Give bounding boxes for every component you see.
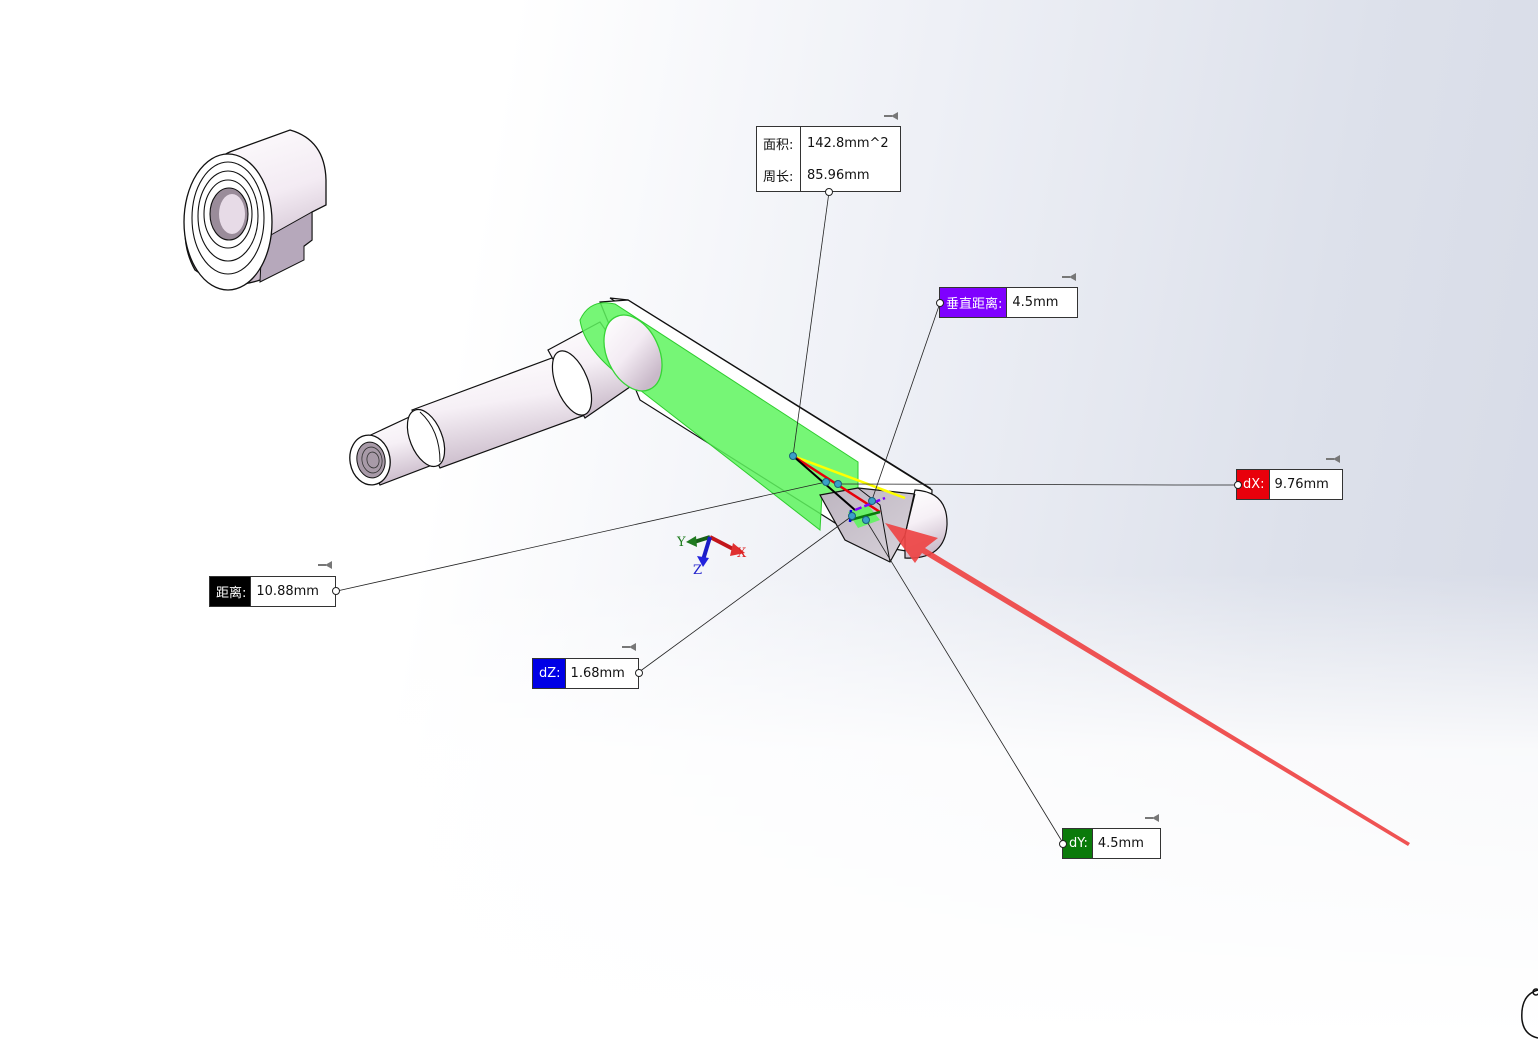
coordinate-triad xyxy=(686,535,745,567)
perimeter-label: 周长: xyxy=(757,159,801,191)
distance-label: 距离: xyxy=(210,577,252,606)
triad-x-label: X xyxy=(737,546,747,561)
leader-lines xyxy=(336,191,1237,844)
pin-icon[interactable] xyxy=(1062,273,1078,281)
area-value: 142.8mm^2 xyxy=(807,135,889,151)
dz-label: dZ: xyxy=(533,659,566,688)
pin-icon[interactable] xyxy=(884,112,900,120)
dy-value: 4.5mm xyxy=(1097,836,1144,851)
distance-callout[interactable]: 距离: 10.88mm xyxy=(209,576,336,607)
area-label: 面积: xyxy=(757,127,801,159)
corner-mascot-logo xyxy=(1521,988,1538,1039)
dy-label: dY: xyxy=(1063,829,1093,858)
leader-anchor xyxy=(936,299,944,307)
triad-y-label: Y xyxy=(677,535,686,550)
dz-value: 1.68mm xyxy=(570,666,625,681)
perimeter-value: 85.96mm xyxy=(807,167,870,183)
dx-label: dX: xyxy=(1237,470,1270,499)
measurement-points xyxy=(789,452,876,524)
annotation-arrow xyxy=(885,523,1410,846)
pin-icon[interactable] xyxy=(622,643,638,651)
normal-distance-label: 垂直距离: xyxy=(940,288,1008,317)
area-perimeter-callout[interactable]: 面积: 142.8mm^2 周长: 85.96mm xyxy=(756,126,901,192)
pin-icon[interactable] xyxy=(1326,455,1342,463)
pin-icon[interactable] xyxy=(1145,814,1161,822)
bushing-part[interactable] xyxy=(183,129,327,291)
dx-callout[interactable]: dX: 9.76mm xyxy=(1236,469,1343,500)
normal-distance-value: 4.5mm xyxy=(1012,295,1059,310)
distance-value: 10.88mm xyxy=(256,584,319,599)
leader-anchor xyxy=(1059,840,1067,848)
leader-anchor xyxy=(825,188,833,196)
dy-callout[interactable]: dY: 4.5mm xyxy=(1062,828,1161,859)
dx-value: 9.76mm xyxy=(1274,477,1329,492)
leader-anchor xyxy=(1234,481,1242,489)
leader-anchor xyxy=(635,669,643,677)
dz-callout[interactable]: dZ: 1.68mm xyxy=(532,658,639,689)
triad-z-label: Z xyxy=(693,563,703,578)
pin-icon[interactable] xyxy=(318,561,334,569)
normal-distance-callout[interactable]: 垂直距离: 4.5mm xyxy=(939,287,1078,318)
leader-anchor xyxy=(332,587,340,595)
